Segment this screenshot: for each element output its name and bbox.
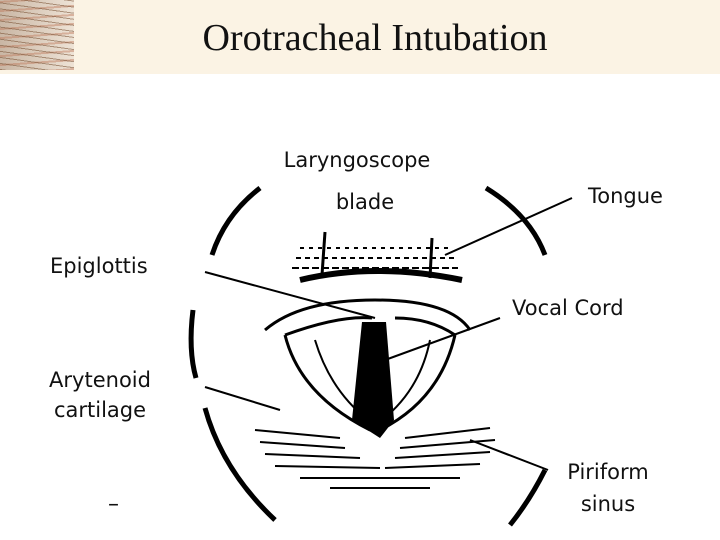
laryngoscope-blade [292,232,462,280]
label-arytenoid-line2: cartilage [30,396,170,424]
label-vocal-cord: Vocal Cord [512,294,624,322]
label-epiglottis: Epiglottis [50,252,148,280]
label-arytenoid-line1: Arytenoid [30,366,170,394]
label-piriform-line2: sinus [548,490,668,518]
label-piriform-line1: Piriform [548,458,668,486]
vocal-cords [352,322,394,438]
label-tongue: Tongue [588,182,663,210]
label-laryngoscope-line1: Laryngoscope [262,146,452,174]
stray-dash-mark: – [108,492,119,517]
leader-lines [205,198,572,470]
arytenoid-hatching [255,428,495,488]
label-laryngoscope-line2: blade [300,188,430,216]
